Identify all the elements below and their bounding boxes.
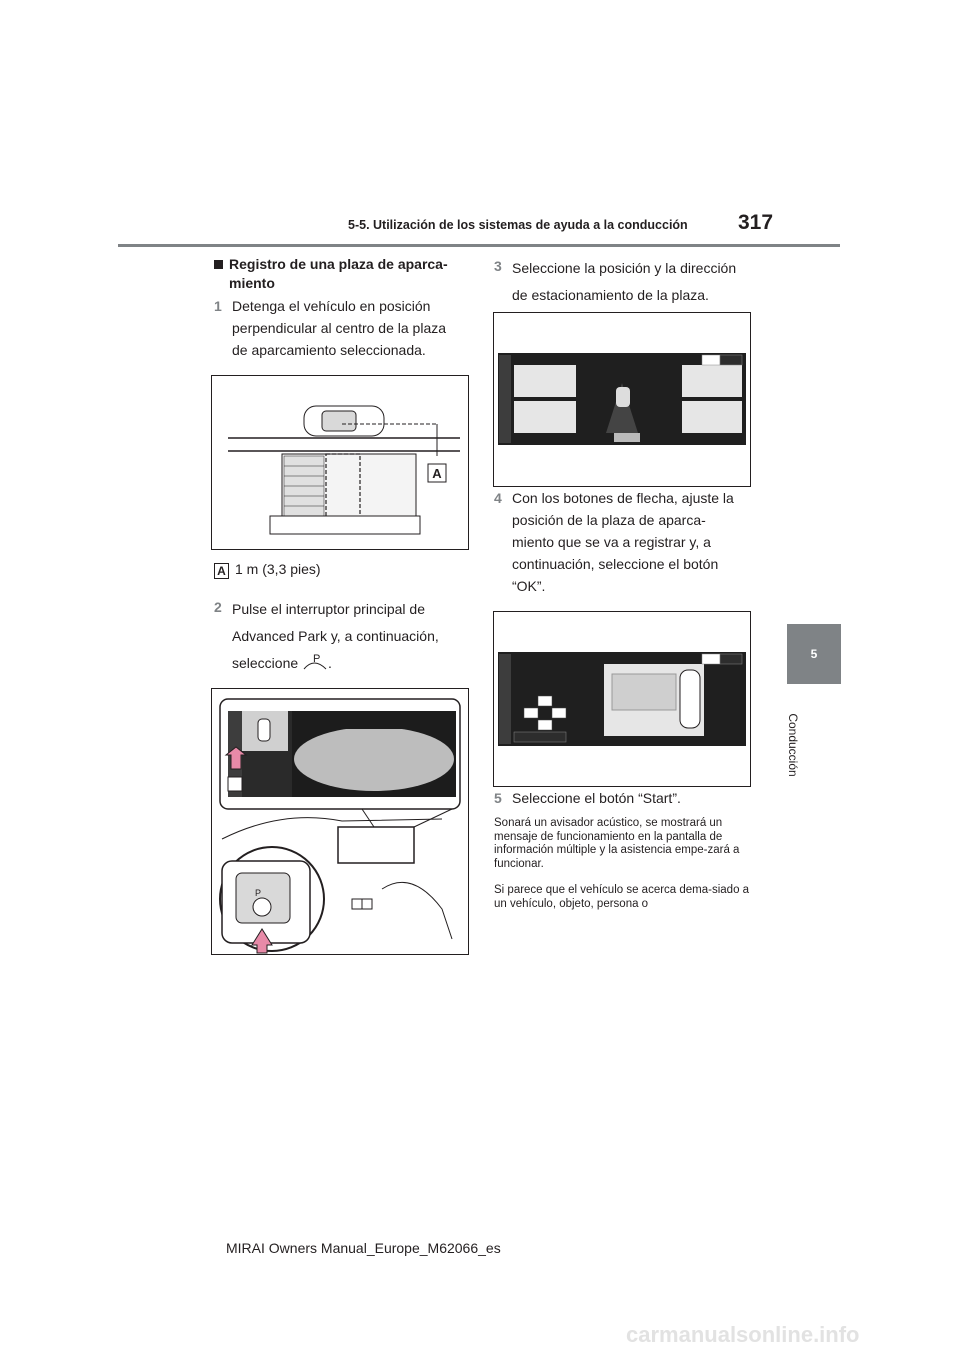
parking-layout-illustration: A: [228, 405, 460, 535]
legend-marker: A: [214, 563, 229, 579]
step-3: 3 Seleccione la posición y la dirección …: [494, 258, 737, 303]
figure-adjust-screen: [493, 611, 751, 787]
figure-parking-layout: A: [211, 375, 469, 550]
adjust-screen-illustration: [498, 652, 746, 746]
paragraph-warning: Sonará un avisador acústico, se mostrará…: [494, 817, 740, 870]
arrow-up-indicator-icon: [251, 928, 273, 954]
arrow-up-indicator-icon: [224, 746, 248, 770]
chapter-tab: 5: [787, 624, 841, 684]
chapter-number: 5: [810, 647, 818, 661]
chapter-label: Conducción: [786, 713, 800, 777]
watermark: carmanualsonline.info: [626, 1322, 860, 1347]
footer: MIRAI Owners Manual_Europe_M62066_es: [226, 1240, 501, 1256]
figure-legend: A 1 m (3,3 pies): [214, 558, 321, 580]
square-bullet-icon: [214, 260, 223, 269]
figure-dashboard: P: [211, 688, 469, 955]
figure-marker-a: A: [432, 466, 442, 481]
legend-text: 1 m (3,3 pies): [235, 561, 321, 577]
page-number: 317: [738, 211, 774, 234]
step-2: 2 Pulse el interruptor principal de Adva…: [214, 599, 439, 671]
direction-screen-illustration: [498, 353, 746, 445]
dashboard-illustration: P: [219, 698, 461, 954]
svg-text:P: P: [255, 888, 261, 898]
step-4: 4 Con los botones de flecha, ajuste la p…: [494, 490, 734, 594]
park-assist-icon: P: [303, 653, 327, 670]
header-rule: [118, 244, 840, 247]
header-section-title: 5-5. Utilización de los sistemas de ayud…: [348, 218, 688, 232]
figure-direction-screen: [493, 312, 751, 487]
paragraph-caution: Si parece que el vehículo se acerca dema…: [494, 884, 750, 910]
step-1: 1 Detenga el vehículo en posición perpen…: [214, 298, 447, 358]
svg-text:P: P: [313, 653, 320, 665]
